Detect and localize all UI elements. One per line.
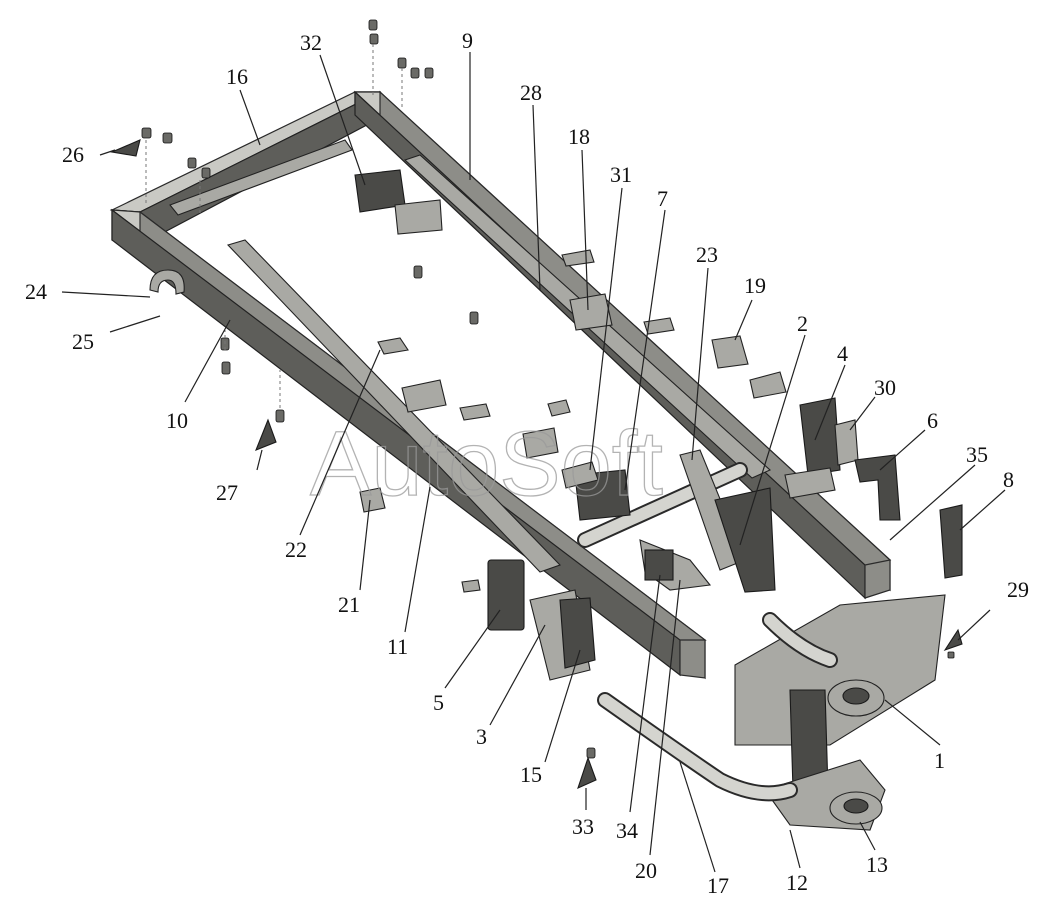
callout-30: 30 <box>874 375 896 400</box>
tow-ring-upper-hole <box>842 687 870 705</box>
callout-26: 26 <box>62 142 84 167</box>
pad-b <box>459 403 491 421</box>
bracket-6 <box>854 454 901 521</box>
callout-7: 7 <box>657 186 668 211</box>
pad-e <box>522 427 559 459</box>
callout-4: 4 <box>837 341 848 366</box>
bracket-4 <box>799 397 841 476</box>
callout-15: 15 <box>520 762 542 787</box>
bracket-5 <box>487 559 525 631</box>
callout-32: 32 <box>300 30 322 55</box>
callout-13: 13 <box>866 852 888 877</box>
callout-23: 23 <box>696 242 718 267</box>
clamp-24 <box>149 269 185 295</box>
pad-22 <box>377 337 409 355</box>
arrow-33 <box>577 756 597 790</box>
arrow-27 <box>255 418 277 451</box>
bracket-21 <box>359 487 386 513</box>
callout-8: 8 <box>1003 467 1014 492</box>
pad-c <box>643 317 675 335</box>
callout-16: 16 <box>226 64 248 89</box>
callout-9: 9 <box>462 28 473 53</box>
callout-6: 6 <box>927 408 938 433</box>
tow-ring-13-hole <box>843 798 869 814</box>
block-19 <box>711 335 749 369</box>
callout-2: 2 <box>797 311 808 336</box>
callout-18: 18 <box>568 124 590 149</box>
callout-27: 27 <box>216 480 238 505</box>
callout-12: 12 <box>786 870 808 895</box>
callout-29: 29 <box>1007 577 1029 602</box>
callout-5: 5 <box>433 690 444 715</box>
callout-34: 34 <box>616 818 638 843</box>
callout-1: 1 <box>934 748 945 773</box>
tow-plate-1 <box>734 594 946 746</box>
rear-inner-channel <box>169 139 353 216</box>
block-34 <box>644 549 674 581</box>
fasteners <box>141 19 955 759</box>
left-inner-channel <box>226 239 561 573</box>
leader-lines <box>61 52 1006 873</box>
callout-35: 35 <box>966 442 988 467</box>
bracket-30 <box>834 419 859 466</box>
callout-22: 22 <box>285 537 307 562</box>
callout-24: 24 <box>25 279 47 304</box>
pad-18 <box>561 249 595 267</box>
pad-d <box>749 371 787 399</box>
callout-31: 31 <box>610 162 632 187</box>
pad-f <box>547 399 571 417</box>
gusset-2 <box>714 487 776 593</box>
block-18 <box>569 293 613 331</box>
clip-small <box>461 579 481 593</box>
plate-35 <box>784 467 836 499</box>
callout-3: 3 <box>476 724 487 749</box>
callout-33: 33 <box>572 814 594 839</box>
mount-32b <box>394 199 443 235</box>
arrow-26 <box>110 139 141 157</box>
pad-31 <box>561 461 599 489</box>
arrow-29 <box>943 628 963 652</box>
bracket-15 <box>559 597 596 669</box>
callout-labels: 1 2 3 4 5 6 7 8 9 10 11 12 13 15 16 17 1… <box>25 28 1029 898</box>
pad-a <box>401 379 447 413</box>
callout-25: 25 <box>72 329 94 354</box>
callout-19: 19 <box>744 273 766 298</box>
callout-20: 20 <box>635 858 657 883</box>
callout-17: 17 <box>707 873 729 898</box>
watermark: AutoSoft <box>310 413 663 515</box>
callout-11: 11 <box>387 634 408 659</box>
bracket-8 <box>939 504 963 579</box>
callout-10: 10 <box>166 408 188 433</box>
callout-21: 21 <box>338 592 360 617</box>
frame-drawing <box>109 19 963 831</box>
callout-28: 28 <box>520 80 542 105</box>
